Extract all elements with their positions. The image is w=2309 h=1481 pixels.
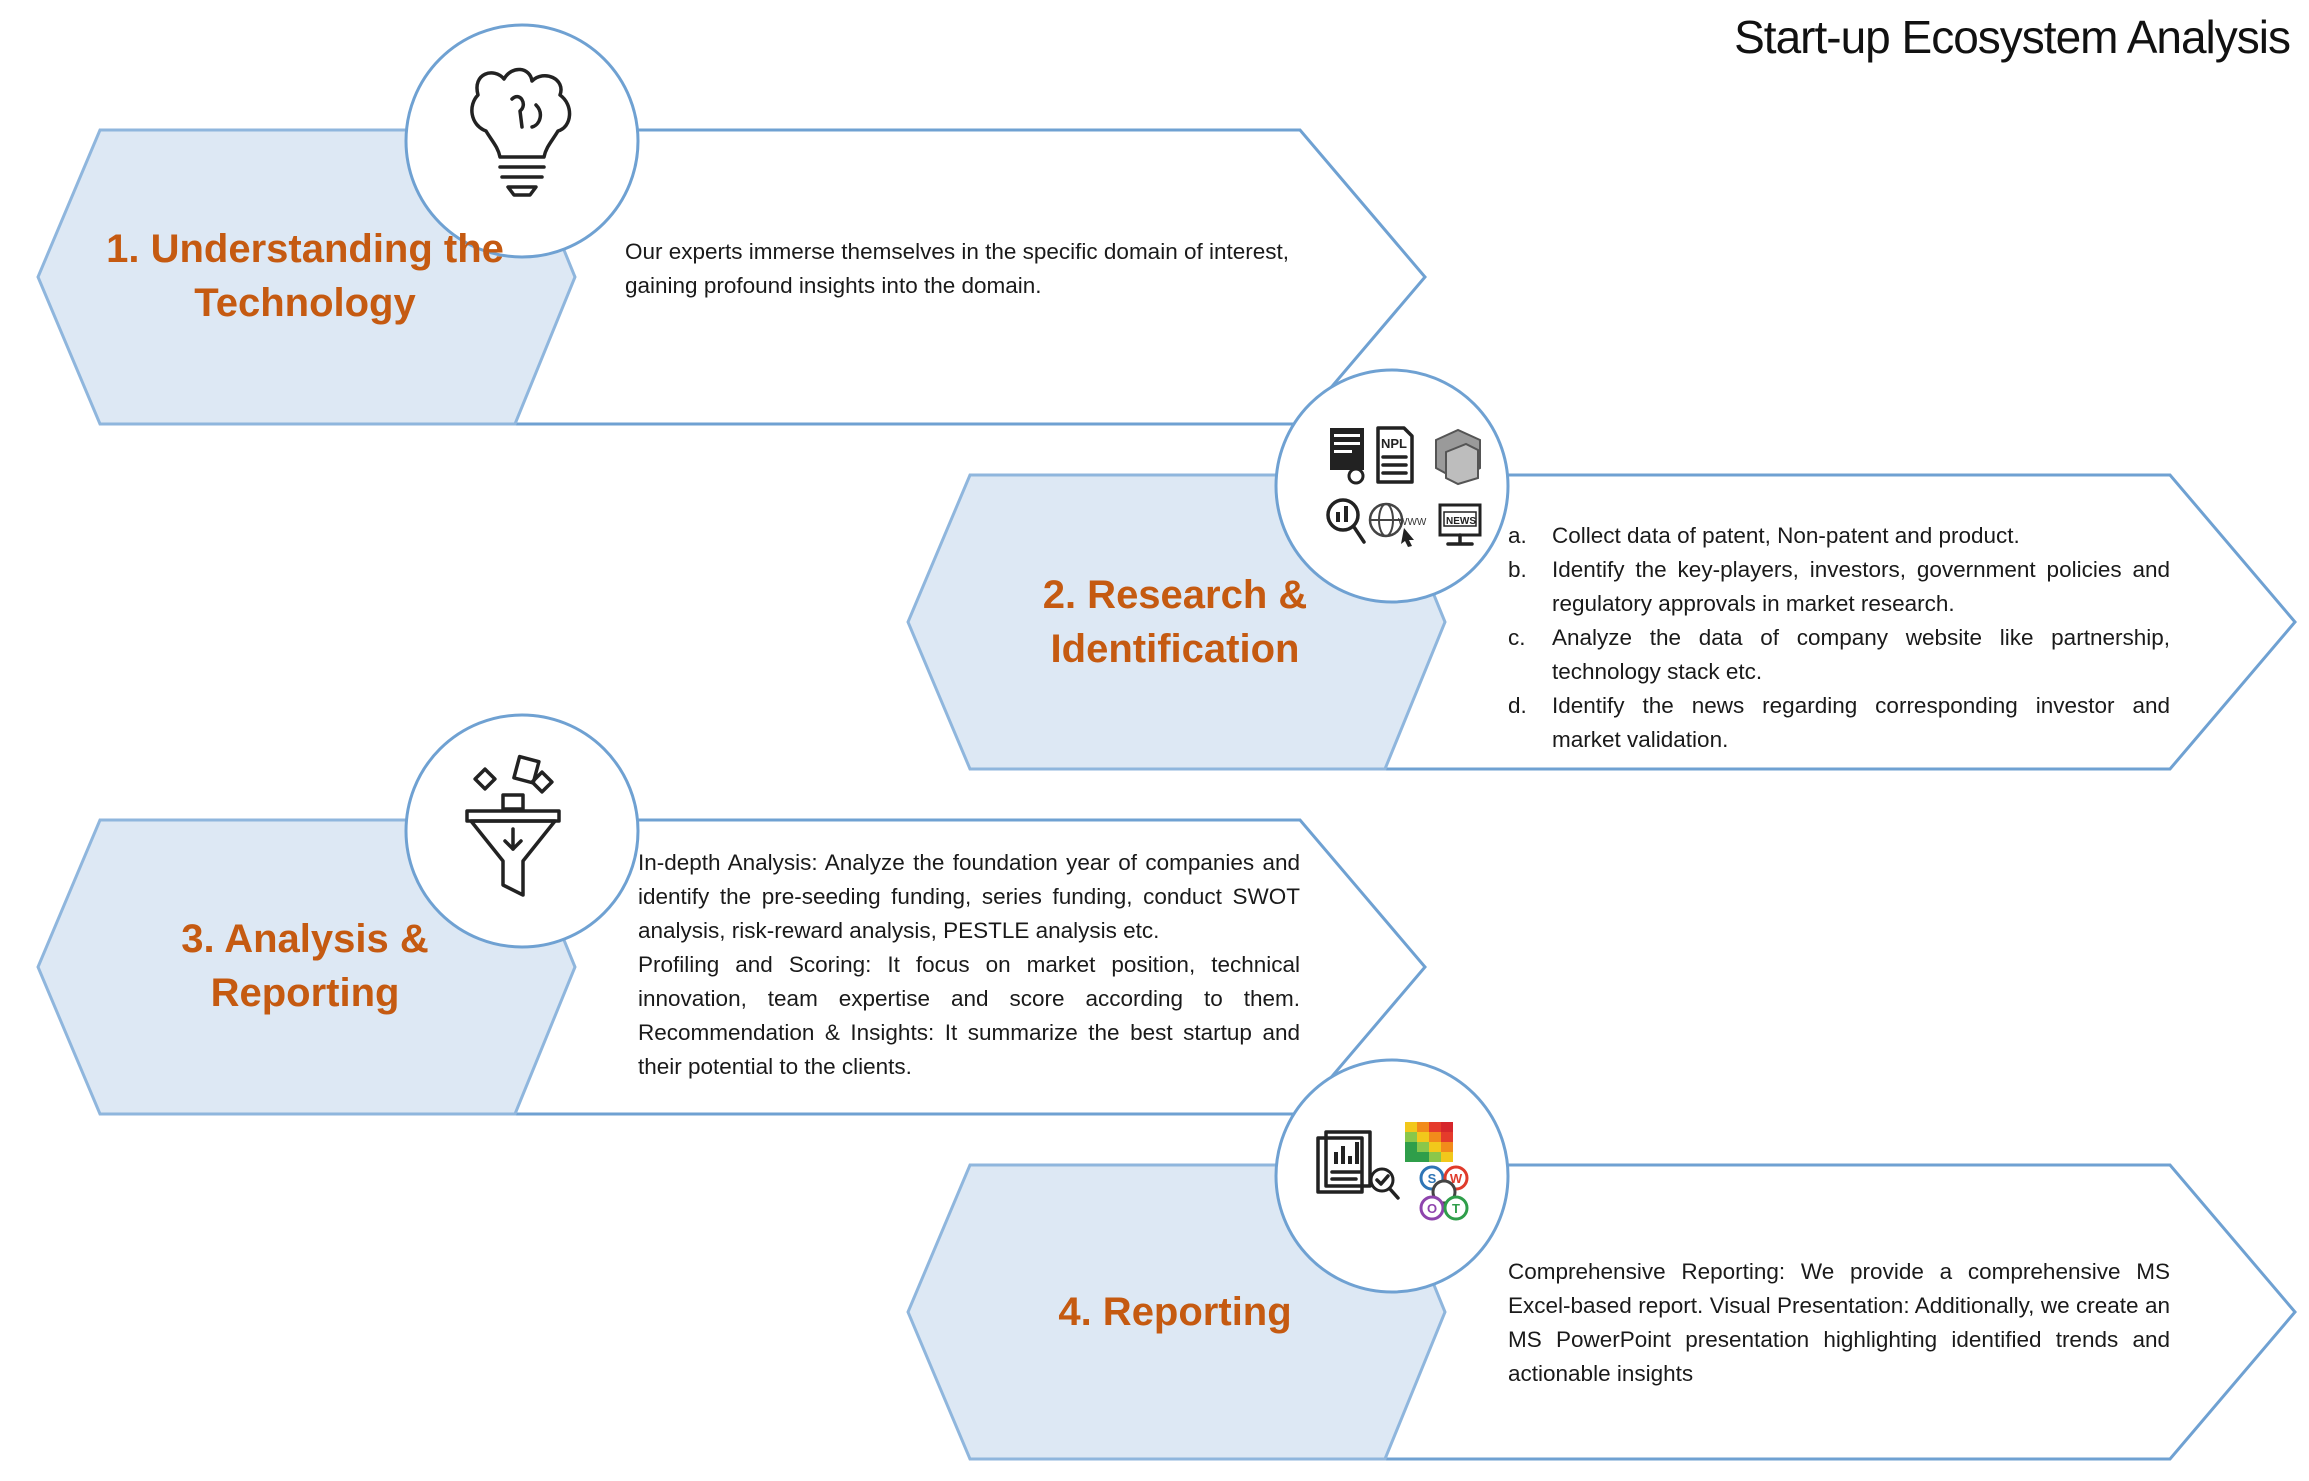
step-2-title: 2. Research & Identification <box>915 568 1435 676</box>
npl-label: NPL <box>1381 436 1407 451</box>
list-item: a. Collect data of patent, Non-patent and… <box>1508 519 2170 553</box>
filter-funnel-icon <box>465 754 561 897</box>
heatmap-matrix-icon <box>1405 1122 1453 1162</box>
step-3-title-line1: 3. Analysis & <box>181 917 429 961</box>
step-1-shape <box>36 23 1427 426</box>
web-globe-icon: WWW <box>1368 502 1427 547</box>
step-2-description: a. Collect data of patent, Non-patent and… <box>1508 519 2170 757</box>
list-item: c. Analyze the data of company website li… <box>1508 621 2170 689</box>
step-1-icon-circle <box>404 23 640 259</box>
step-3-icon-circle <box>404 713 640 949</box>
list-item-text: Identify the news regarding correspondin… <box>1552 693 2170 752</box>
step-1-title-line1: 1. Understanding the <box>106 227 504 271</box>
lightbulb-puzzle-icon <box>470 67 572 197</box>
list-marker: d. <box>1508 693 1527 718</box>
list-marker: a. <box>1508 523 1527 548</box>
step-4-description: Comprehensive Reporting: We provide a co… <box>1508 1259 2170 1386</box>
step-2-shape: NPL WWW <box>906 368 2297 771</box>
step-3-paragraph-1: In-depth Analysis: Analyze the foundatio… <box>638 850 1300 943</box>
step-1-description: Our experts immerse themselves in the sp… <box>625 239 1290 298</box>
swot-t-label: T <box>1452 1201 1460 1216</box>
patent-document-icon <box>1330 428 1365 485</box>
step-3-title: 3. Analysis & Reporting <box>45 912 565 1020</box>
step-3-description: In-depth Analysis: Analyze the foundatio… <box>638 846 1300 1084</box>
product-box-icon <box>1435 428 1481 486</box>
swot-w-label: W <box>1450 1171 1463 1186</box>
swot-o-label: O <box>1427 1201 1437 1216</box>
step-1-title-line2: Technology <box>194 281 416 325</box>
www-label: WWW <box>1398 517 1427 528</box>
step-3-shape <box>36 713 1427 1116</box>
report-chart-icon <box>1316 1130 1400 1200</box>
swot-circles-icon: S W O T <box>1419 1165 1469 1221</box>
list-marker: b. <box>1508 557 1527 582</box>
data-magnifier-icon <box>1326 498 1366 544</box>
step-2-title-line2: Identification <box>1050 627 1300 671</box>
step-4-title-line1: 4. Reporting <box>1058 1290 1292 1334</box>
npl-document-icon: NPL <box>1376 426 1414 484</box>
list-item-text: Analyze the data of company website like… <box>1552 625 2170 684</box>
news-monitor-icon: NEWS <box>1438 503 1482 546</box>
page-title: Start-up Ecosystem Analysis <box>1734 11 2291 63</box>
step-4-title: 4. Reporting <box>915 1285 1435 1339</box>
step-3-paragraph-2: Profiling and Scoring: It focus on marke… <box>638 952 1300 1079</box>
list-marker: c. <box>1508 625 1526 650</box>
step-4-shape: S W O T <box>906 1058 2297 1461</box>
news-label: NEWS <box>1446 516 1476 527</box>
step-1-title: 1. Understanding the Technology <box>45 222 565 330</box>
list-item-text: Collect data of patent, Non-patent and p… <box>1552 523 2020 548</box>
step-2-title-line1: 2. Research & <box>1042 573 1308 617</box>
list-item-text: Identify the key-players, investors, gov… <box>1552 557 2170 616</box>
list-item: b. Identify the key-players, investors, g… <box>1508 553 2170 621</box>
step-2-list: a. Collect data of patent, Non-patent and… <box>1508 519 2170 757</box>
list-item: d. Identify the news regarding correspond… <box>1508 689 2170 757</box>
step-3-title-line2: Reporting <box>210 971 400 1015</box>
swot-s-label: S <box>1428 1171 1437 1186</box>
